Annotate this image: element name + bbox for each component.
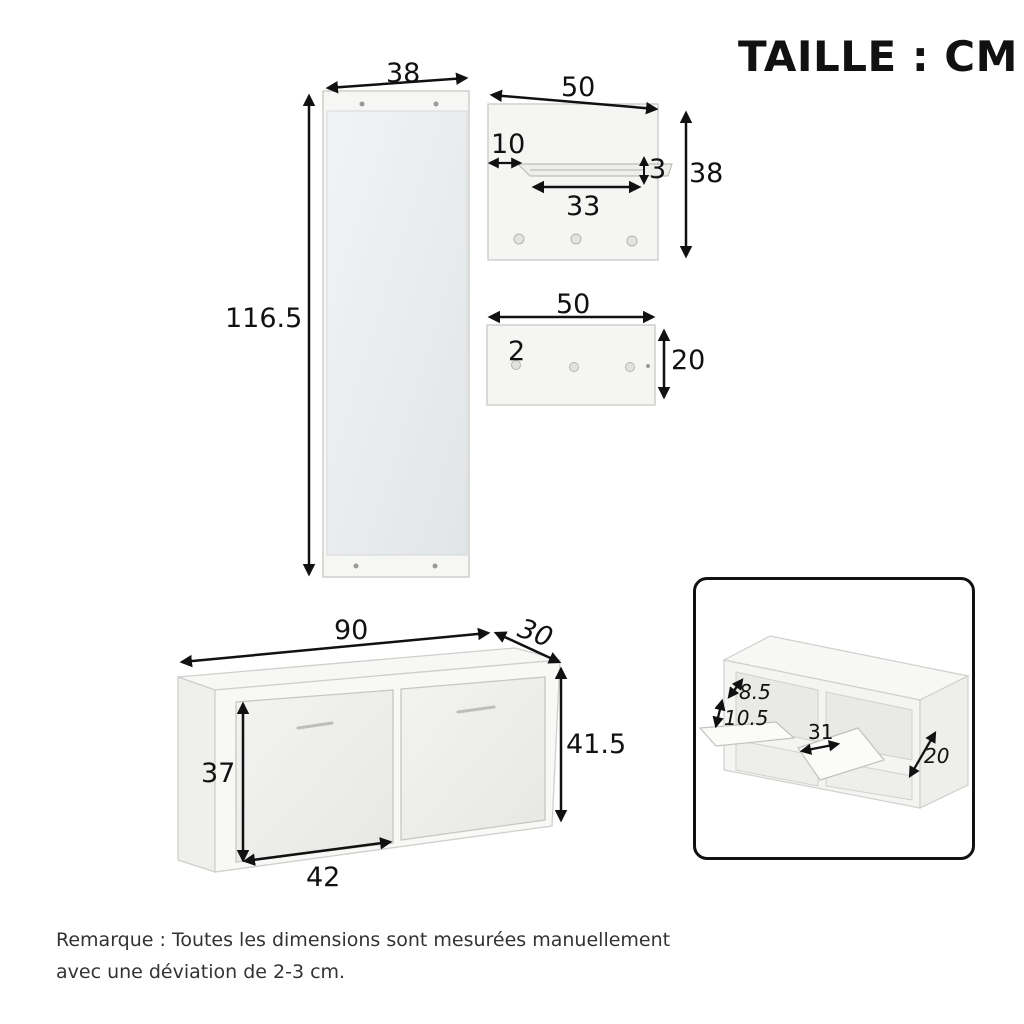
compartment-width-label: 31 [808,720,834,744]
shelf-height-label: 38 [689,158,724,189]
screw-hole [646,364,650,368]
coat-hook [513,233,525,245]
door-handle [456,705,496,714]
size-unit-title: TAILLE : CM [738,32,1018,81]
flap-depth-arrow [712,698,726,729]
compartment-width-arrow [799,740,841,755]
door-height-label: 37 [201,758,236,789]
cabinet-door-left [235,689,394,863]
cabinet-depth-arrow [493,631,562,664]
cabinet-door-right [400,676,546,841]
rail-length-label: 33 [566,191,601,222]
coat-hook [569,362,579,372]
mirror-width-label: 38 [386,58,421,89]
door-width-label: 42 [306,862,341,893]
coat-hook [625,362,635,372]
screw-hole [432,563,438,569]
cabinet-width-arrow [179,627,491,668]
flap-height-label: 20 [924,744,950,768]
hook-rack-panel [486,324,656,406]
shelf-depth-label: 10 [491,129,526,160]
cabinet-height-label: 41.5 [566,729,627,760]
compartment-height-arrow [727,678,744,699]
shelf-width-arrow [489,89,659,115]
measurement-note-line-2: avec une déviation de 2-3 cm. [56,961,346,983]
coat-hook [511,360,521,370]
mirror-panel [322,90,470,578]
compartment-height-label: 8.5 [739,680,771,704]
hook-rack-height-label: 20 [671,345,706,376]
shelf-width-label: 50 [561,72,596,103]
cabinet-width-label: 90 [334,615,369,646]
screw-hole [353,563,359,569]
door-handle [296,721,334,730]
rail-height-label: 3 [649,154,667,185]
mirror-width-arrow [325,72,469,94]
coat-hook [570,233,582,245]
measurement-note-line-1: Remarque : Toutes les dimensions sont me… [56,929,671,951]
flap-depth-label: 10.5 [724,706,769,730]
door-width-arrow [242,837,393,866]
hook-rack-width-label: 50 [556,289,591,320]
mirror-height-label: 116.5 [225,303,303,334]
screw-hole [359,101,365,107]
screw-hole [433,101,439,107]
flap-height-arrow [908,731,937,778]
hook-rack-depth-label: 2 [508,336,526,367]
coat-hook [626,235,638,247]
